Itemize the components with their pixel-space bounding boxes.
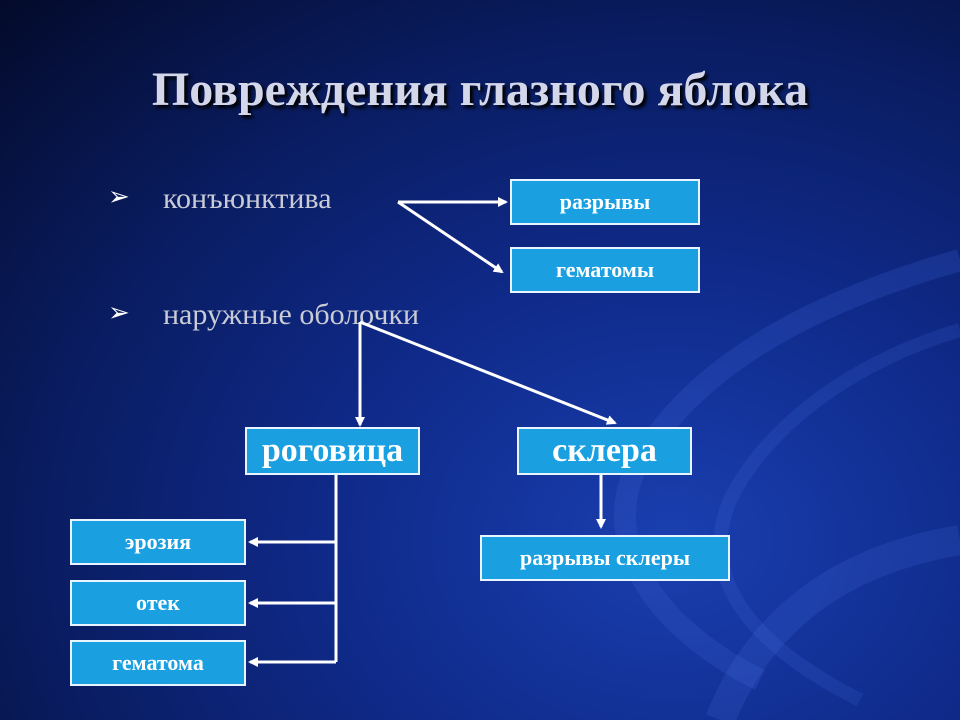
box-cornea: роговица xyxy=(245,427,420,475)
box-sclera-ruptures: разрывы склеры xyxy=(480,535,730,581)
box-edema: отек xyxy=(70,580,246,626)
box-ruptures: разрывы xyxy=(510,179,700,225)
slide-title: Повреждения глазного яблока xyxy=(151,63,809,116)
box-erosion: эрозия xyxy=(70,519,246,565)
box-hematoma: гематома xyxy=(70,640,246,686)
arrow-bullet-icon: ➢ xyxy=(108,298,130,328)
box-sclera: склера xyxy=(517,427,692,475)
box-hematomas: гематомы xyxy=(510,247,700,293)
arrow-to-hematomas xyxy=(397,200,504,274)
bullet-label: наружные оболочки xyxy=(163,298,420,331)
arrow-to-sclera xyxy=(359,320,617,425)
arrow-bullet-icon: ➢ xyxy=(108,182,130,212)
bullet-label: конъюнктива xyxy=(163,182,332,215)
